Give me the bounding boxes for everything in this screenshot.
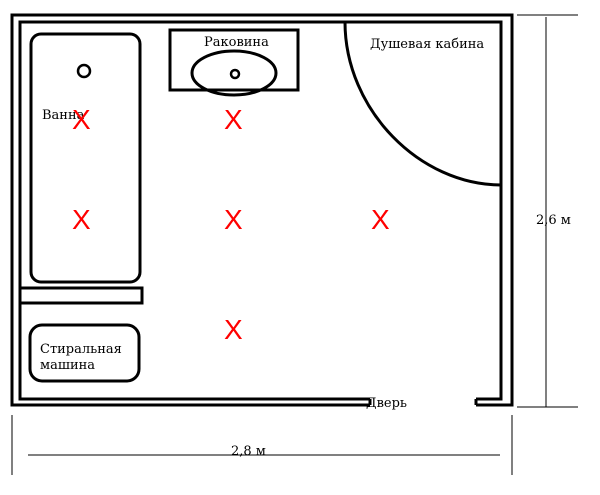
bathtub-drain	[76, 63, 92, 79]
washer-label-line1: Стиральная	[40, 342, 122, 357]
outer-wall-outer-line	[10, 13, 514, 407]
bathtub-outline	[29, 32, 142, 284]
partition-wall	[20, 286, 144, 305]
marker-x: X	[72, 104, 91, 135]
shower-curve	[343, 21, 502, 187]
sink-label: Раковина	[204, 35, 269, 50]
height-dimension	[517, 14, 578, 408]
partition-outline	[20, 286, 144, 305]
sink-counter	[168, 28, 300, 92]
bath-label: Ванна	[42, 108, 85, 123]
outer-wall-inner-line	[18, 20, 503, 401]
width-dimension	[11, 415, 513, 475]
washer-label-line2: машина	[40, 358, 95, 373]
door-label: Дверь	[366, 396, 407, 411]
width-dim-label: 2,8 м	[231, 444, 266, 459]
sink-drain	[229, 68, 241, 80]
marker-x: X	[371, 204, 390, 235]
washing-machine	[28, 323, 141, 383]
height-dim-label: 2,6 м	[536, 213, 571, 228]
marker-x: X	[224, 204, 243, 235]
shower-cabin	[343, 21, 502, 187]
sink	[168, 28, 300, 97]
bathtub	[29, 32, 142, 284]
marker-x: X	[224, 314, 243, 345]
shower-label: Душевая кабина	[370, 37, 484, 52]
outer-walls	[10, 13, 514, 407]
sink-bowl	[190, 49, 278, 97]
marker-x: X	[72, 204, 91, 235]
marker-x: X	[224, 104, 243, 135]
